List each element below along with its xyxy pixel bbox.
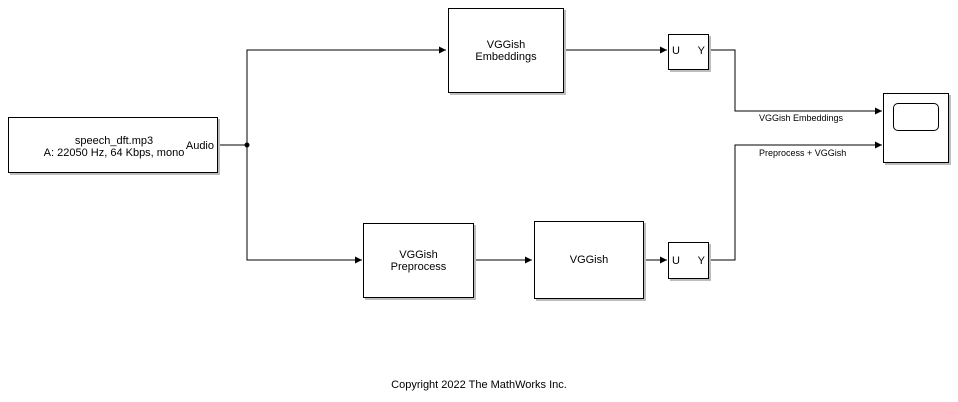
branch-to-preprocess-line[interactable] bbox=[246, 145, 362, 264]
scope-screen-icon bbox=[893, 103, 939, 131]
vggish-preprocess-label-line1: VGGish bbox=[399, 249, 438, 261]
signal-label-vggish-embeddings: VGGish Embeddings bbox=[759, 113, 844, 123]
unbuffer-top-y-port: Y bbox=[697, 45, 705, 57]
vggish-label: VGGish bbox=[569, 254, 609, 266]
unbuffer-bottom-u-port: U bbox=[672, 255, 680, 267]
vggish-embeddings-label-line1: VGGish bbox=[486, 39, 526, 51]
signal-label-preprocess-vggish: Preprocess + VGGish bbox=[759, 148, 847, 158]
copyright-text: Copyright 2022 The MathWorks Inc. bbox=[391, 379, 567, 391]
audio-filename-label: speech_dft.mp3 bbox=[74, 135, 154, 147]
vggish-embeddings-signal-line[interactable] bbox=[709, 49, 882, 115]
audio-format-label: A: 22050 Hz, 64 Kbps, mono bbox=[43, 147, 185, 159]
unbuffer-block-bottom[interactable]: U Y bbox=[668, 242, 709, 279]
unbuffer-block-top[interactable]: U Y bbox=[668, 34, 709, 70]
scope-block[interactable] bbox=[883, 93, 949, 163]
audio-output-port-label: Audio bbox=[185, 140, 214, 152]
vggish-embeddings-label-line2: Embeddings bbox=[475, 51, 537, 63]
vggish-preprocess-label-line2: Preprocess bbox=[390, 261, 447, 273]
vggish-block[interactable]: VGGish bbox=[534, 221, 644, 299]
audio-file-reader-block[interactable]: speech_dft.mp3 A: 22050 Hz, 64 Kbps, mon… bbox=[8, 117, 218, 173]
vggish-embeddings-block[interactable]: VGGish Embeddings bbox=[448, 8, 564, 93]
unbuffer-top-u-port: U bbox=[672, 45, 680, 57]
preprocess-vggish-signal-line[interactable] bbox=[709, 141, 882, 261]
unbuffer-bottom-y-port: Y bbox=[697, 255, 705, 267]
vggish-preprocess-block[interactable]: VGGish Preprocess bbox=[363, 223, 474, 298]
branch-to-embeddings-line[interactable] bbox=[246, 46, 446, 145]
